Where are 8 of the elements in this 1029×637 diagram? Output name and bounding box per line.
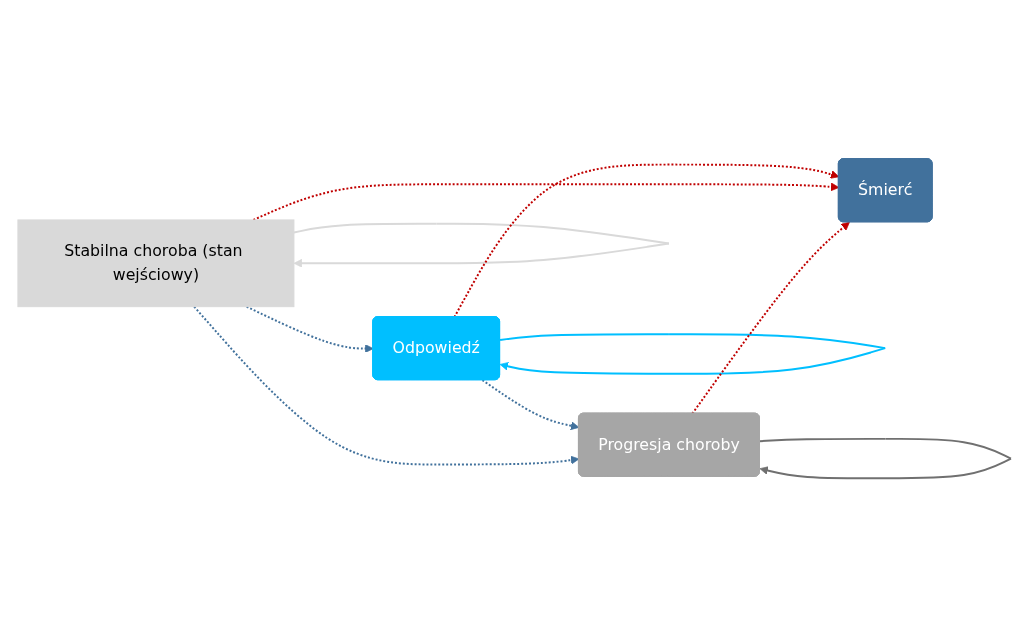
- node-box: Stabilna choroba (stan wejściowy): [17, 219, 295, 308]
- arrow: [481, 379, 580, 431]
- arrow: [193, 305, 580, 466]
- arrow: [691, 221, 850, 415]
- arrow: [759, 437, 1012, 480]
- arrow: [292, 222, 670, 268]
- arrow: [499, 333, 887, 375]
- arrow: [245, 305, 374, 353]
